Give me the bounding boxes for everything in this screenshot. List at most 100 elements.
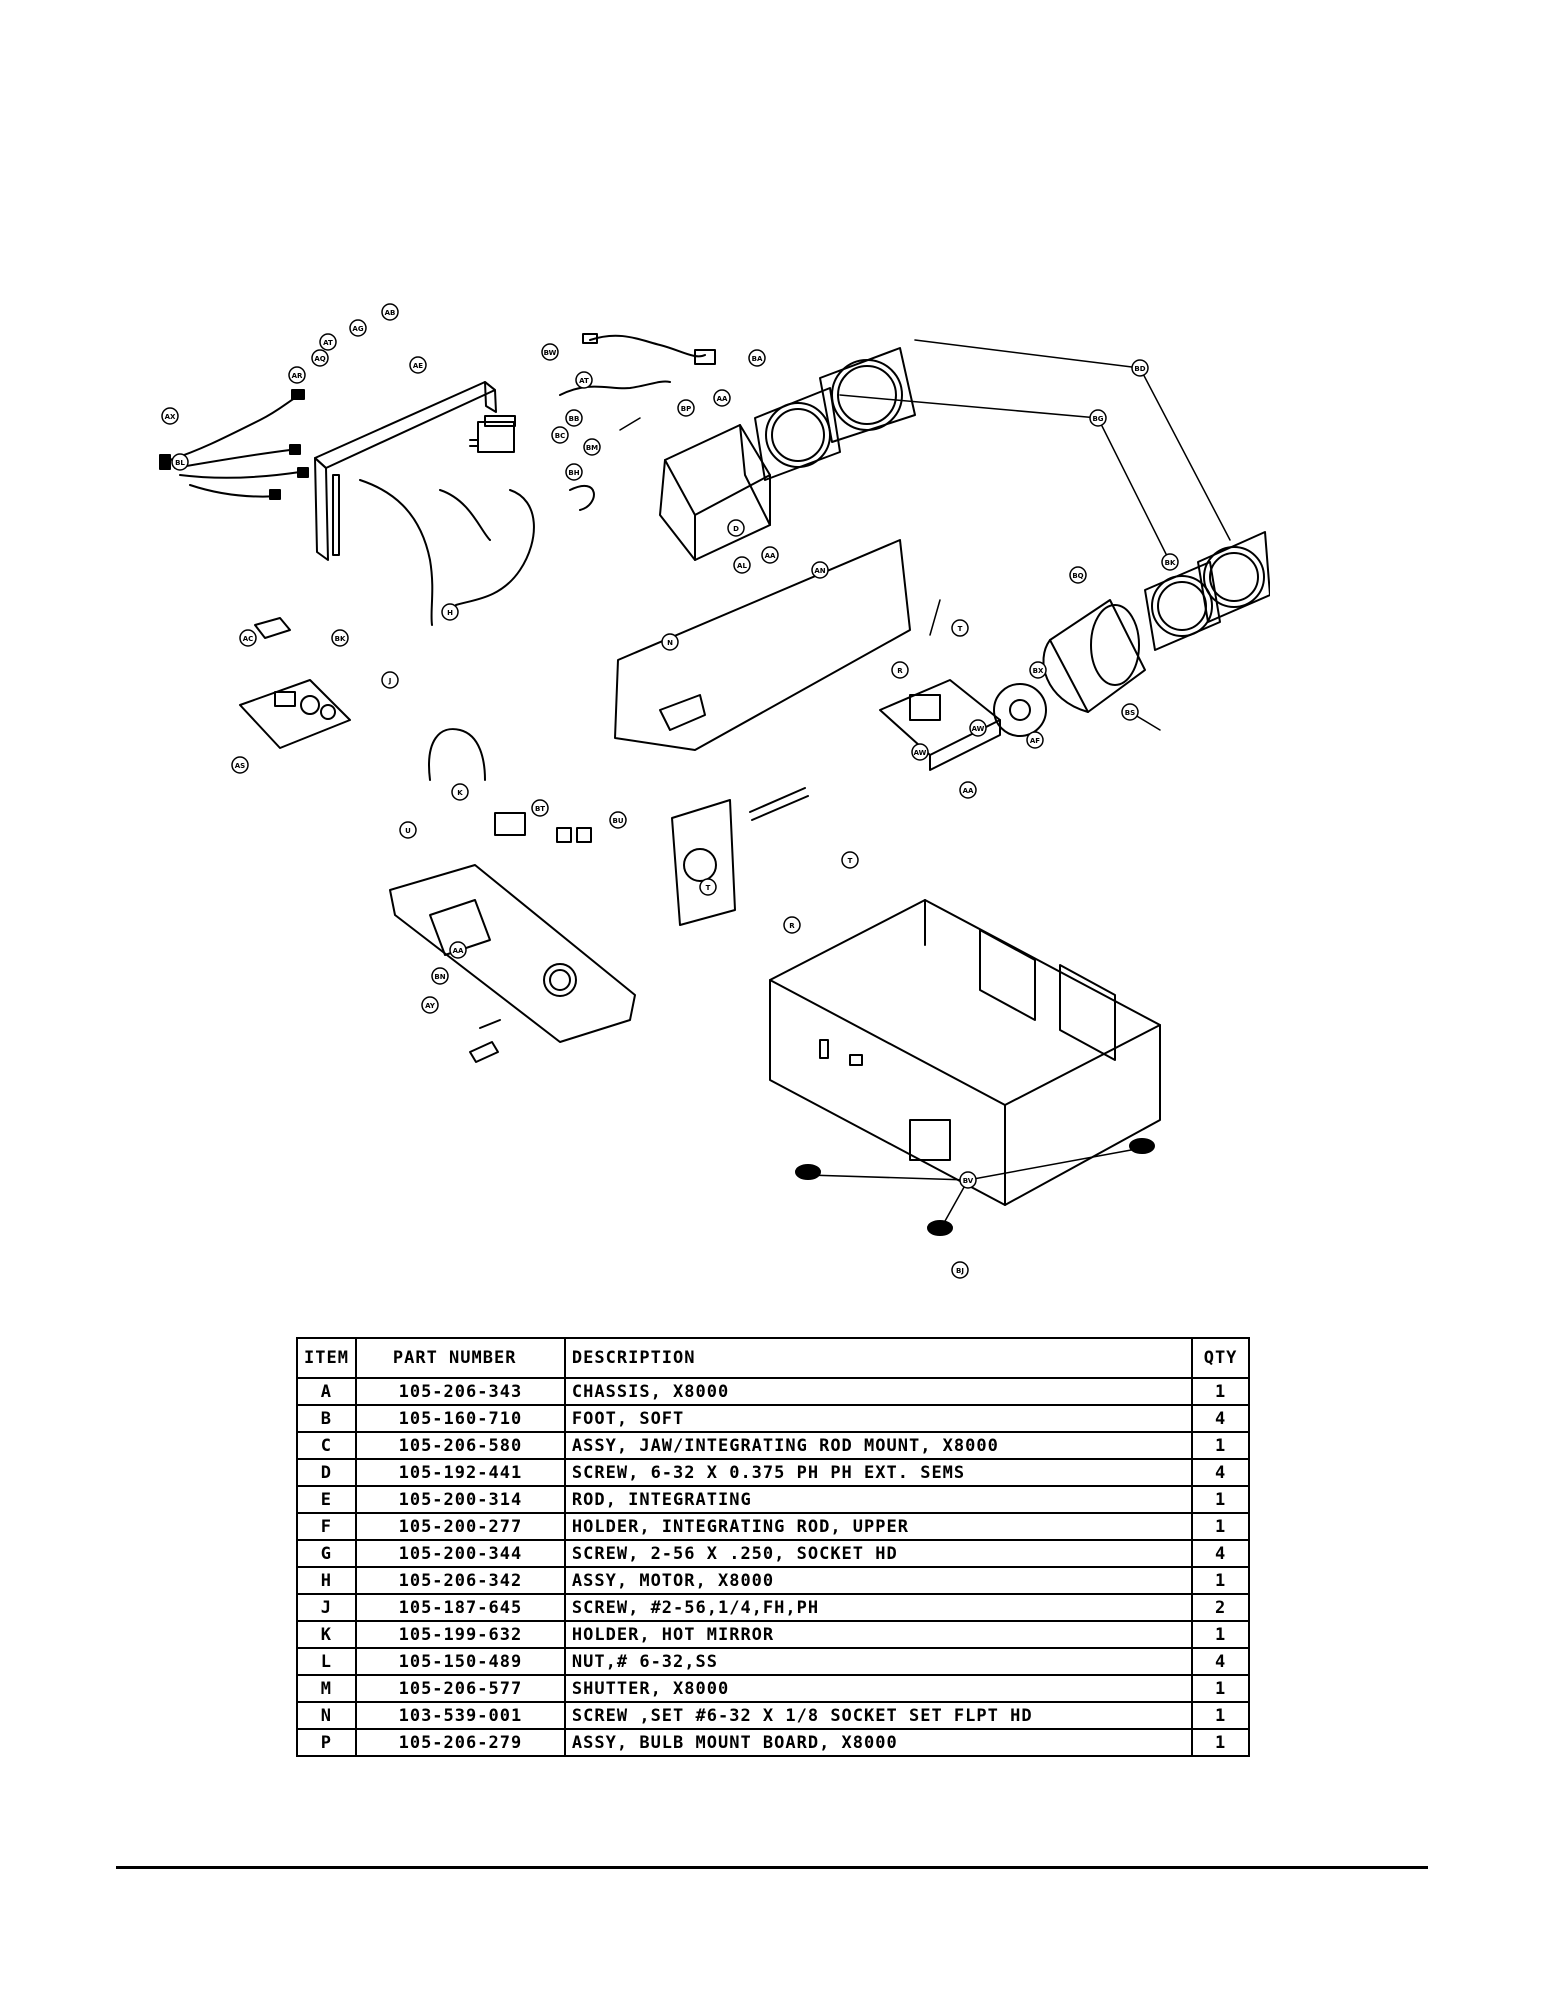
callout-bubble xyxy=(959,1171,977,1189)
callout-label: BU xyxy=(612,817,623,825)
callout-bubbles: ABAGATAQARAEAXBLBWBAATBBBMBCBHBPAADALAAA… xyxy=(161,303,1179,1279)
item-cell: M xyxy=(296,1674,357,1703)
callout-bubble xyxy=(531,799,549,817)
callout-bubble xyxy=(421,996,439,1014)
description-cell: ASSY, BULB MOUNT BOARD, X8000 xyxy=(563,1728,1194,1757)
description-cell: NUT,# 6-32,SS xyxy=(563,1647,1194,1676)
callout-label: BV xyxy=(963,1177,974,1185)
qty-cell: 4 xyxy=(1191,1404,1250,1433)
callout-bubble xyxy=(575,371,593,389)
item-cell: E xyxy=(296,1485,357,1514)
callout-bubble xyxy=(783,916,801,934)
part-number-cell: 105-199-632 xyxy=(354,1620,566,1649)
description-cell: CHASSIS, X8000 xyxy=(563,1377,1194,1406)
fan-upper-a xyxy=(754,387,841,481)
foot-1 xyxy=(795,1164,821,1180)
pad-right xyxy=(576,827,592,843)
description-cell: SHUTTER, X8000 xyxy=(563,1674,1194,1703)
callout-label: BH xyxy=(568,469,579,477)
fan-shroud xyxy=(659,424,771,561)
callout-bubble xyxy=(381,303,399,321)
callout-bubble xyxy=(449,941,467,959)
callout-label: BQ xyxy=(1072,572,1083,580)
callout-label: T xyxy=(958,625,963,633)
callout-bubble xyxy=(661,633,679,651)
callout-bubble xyxy=(431,967,449,985)
callout-bubble xyxy=(699,878,717,896)
callout-label: T xyxy=(848,857,853,865)
callout-bubble xyxy=(288,366,306,384)
bulb-mount-board xyxy=(239,679,351,749)
callout-bubble xyxy=(891,661,909,679)
callout-bubble xyxy=(451,783,469,801)
header-qty: QTY xyxy=(1191,1337,1250,1379)
description-cell: SCREW ,SET #6-32 X 1/8 SOCKET SET FLPT H… xyxy=(563,1701,1194,1730)
part-number-cell: 105-187-645 xyxy=(354,1593,566,1622)
callout-label: BP xyxy=(681,405,691,413)
callout-bubble xyxy=(583,438,601,456)
bracket-panel xyxy=(314,381,497,561)
callout-label: AG xyxy=(352,325,363,333)
qty-cell: 1 xyxy=(1191,1728,1250,1757)
callout-label: R xyxy=(897,667,903,675)
callout-bubble xyxy=(911,743,929,761)
latch xyxy=(469,1041,499,1063)
callout-label: BB xyxy=(569,415,580,423)
callout-label: AA xyxy=(765,552,776,560)
callout-label: U xyxy=(405,827,411,835)
callout-label: BD xyxy=(1134,365,1145,373)
callout-label: AA xyxy=(717,395,728,403)
item-cell: K xyxy=(296,1620,357,1649)
callout-bubble xyxy=(609,811,627,829)
callout-label: BX xyxy=(1033,667,1044,675)
callout-label: AL xyxy=(737,562,747,570)
header-item: ITEM xyxy=(296,1337,357,1379)
description-cell: FOOT, SOFT xyxy=(563,1404,1194,1433)
qty-cell: 4 xyxy=(1191,1458,1250,1487)
footer-rule xyxy=(116,1866,1428,1869)
callout-bubble xyxy=(319,333,337,351)
callout-bubble xyxy=(841,851,859,869)
callout-bubble xyxy=(349,319,367,337)
fan-right-b xyxy=(1197,531,1270,623)
callout-label: BT xyxy=(535,805,545,813)
callout-label: T xyxy=(706,884,711,892)
front-panel xyxy=(389,864,636,1043)
header-description: DESCRIPTION xyxy=(563,1337,1194,1379)
callout-bubble xyxy=(381,671,399,689)
callout-bubble xyxy=(1089,409,1107,427)
callout-bubble xyxy=(565,409,583,427)
part-number-cell: 105-206-577 xyxy=(354,1674,566,1703)
callout-bubble xyxy=(311,349,329,367)
item-cell: F xyxy=(296,1512,357,1541)
callout-bubble xyxy=(761,546,779,564)
qty-cell: 1 xyxy=(1191,1620,1250,1649)
qty-cell: 1 xyxy=(1191,1431,1250,1460)
mount-plate xyxy=(879,679,1001,771)
callout-label: BC xyxy=(555,432,565,440)
callout-bubble xyxy=(1161,553,1179,571)
description-cell: HOLDER, HOT MIRROR xyxy=(563,1620,1194,1649)
callout-bubble xyxy=(951,1261,969,1279)
qty-cell: 1 xyxy=(1191,1674,1250,1703)
callout-label: BA xyxy=(752,355,763,363)
callout-bubble xyxy=(409,356,427,374)
qty-cell: 4 xyxy=(1191,1647,1250,1676)
part-number-cell: 105-206-279 xyxy=(354,1728,566,1757)
callout-bubble xyxy=(951,619,969,637)
part-number-cell: 105-160-710 xyxy=(354,1404,566,1433)
item-cell: N xyxy=(296,1701,357,1730)
part-number-cell: 105-206-580 xyxy=(354,1431,566,1460)
callout-label: BK xyxy=(335,635,346,643)
fan-upper-b xyxy=(819,347,916,443)
callout-bubble xyxy=(541,343,559,361)
